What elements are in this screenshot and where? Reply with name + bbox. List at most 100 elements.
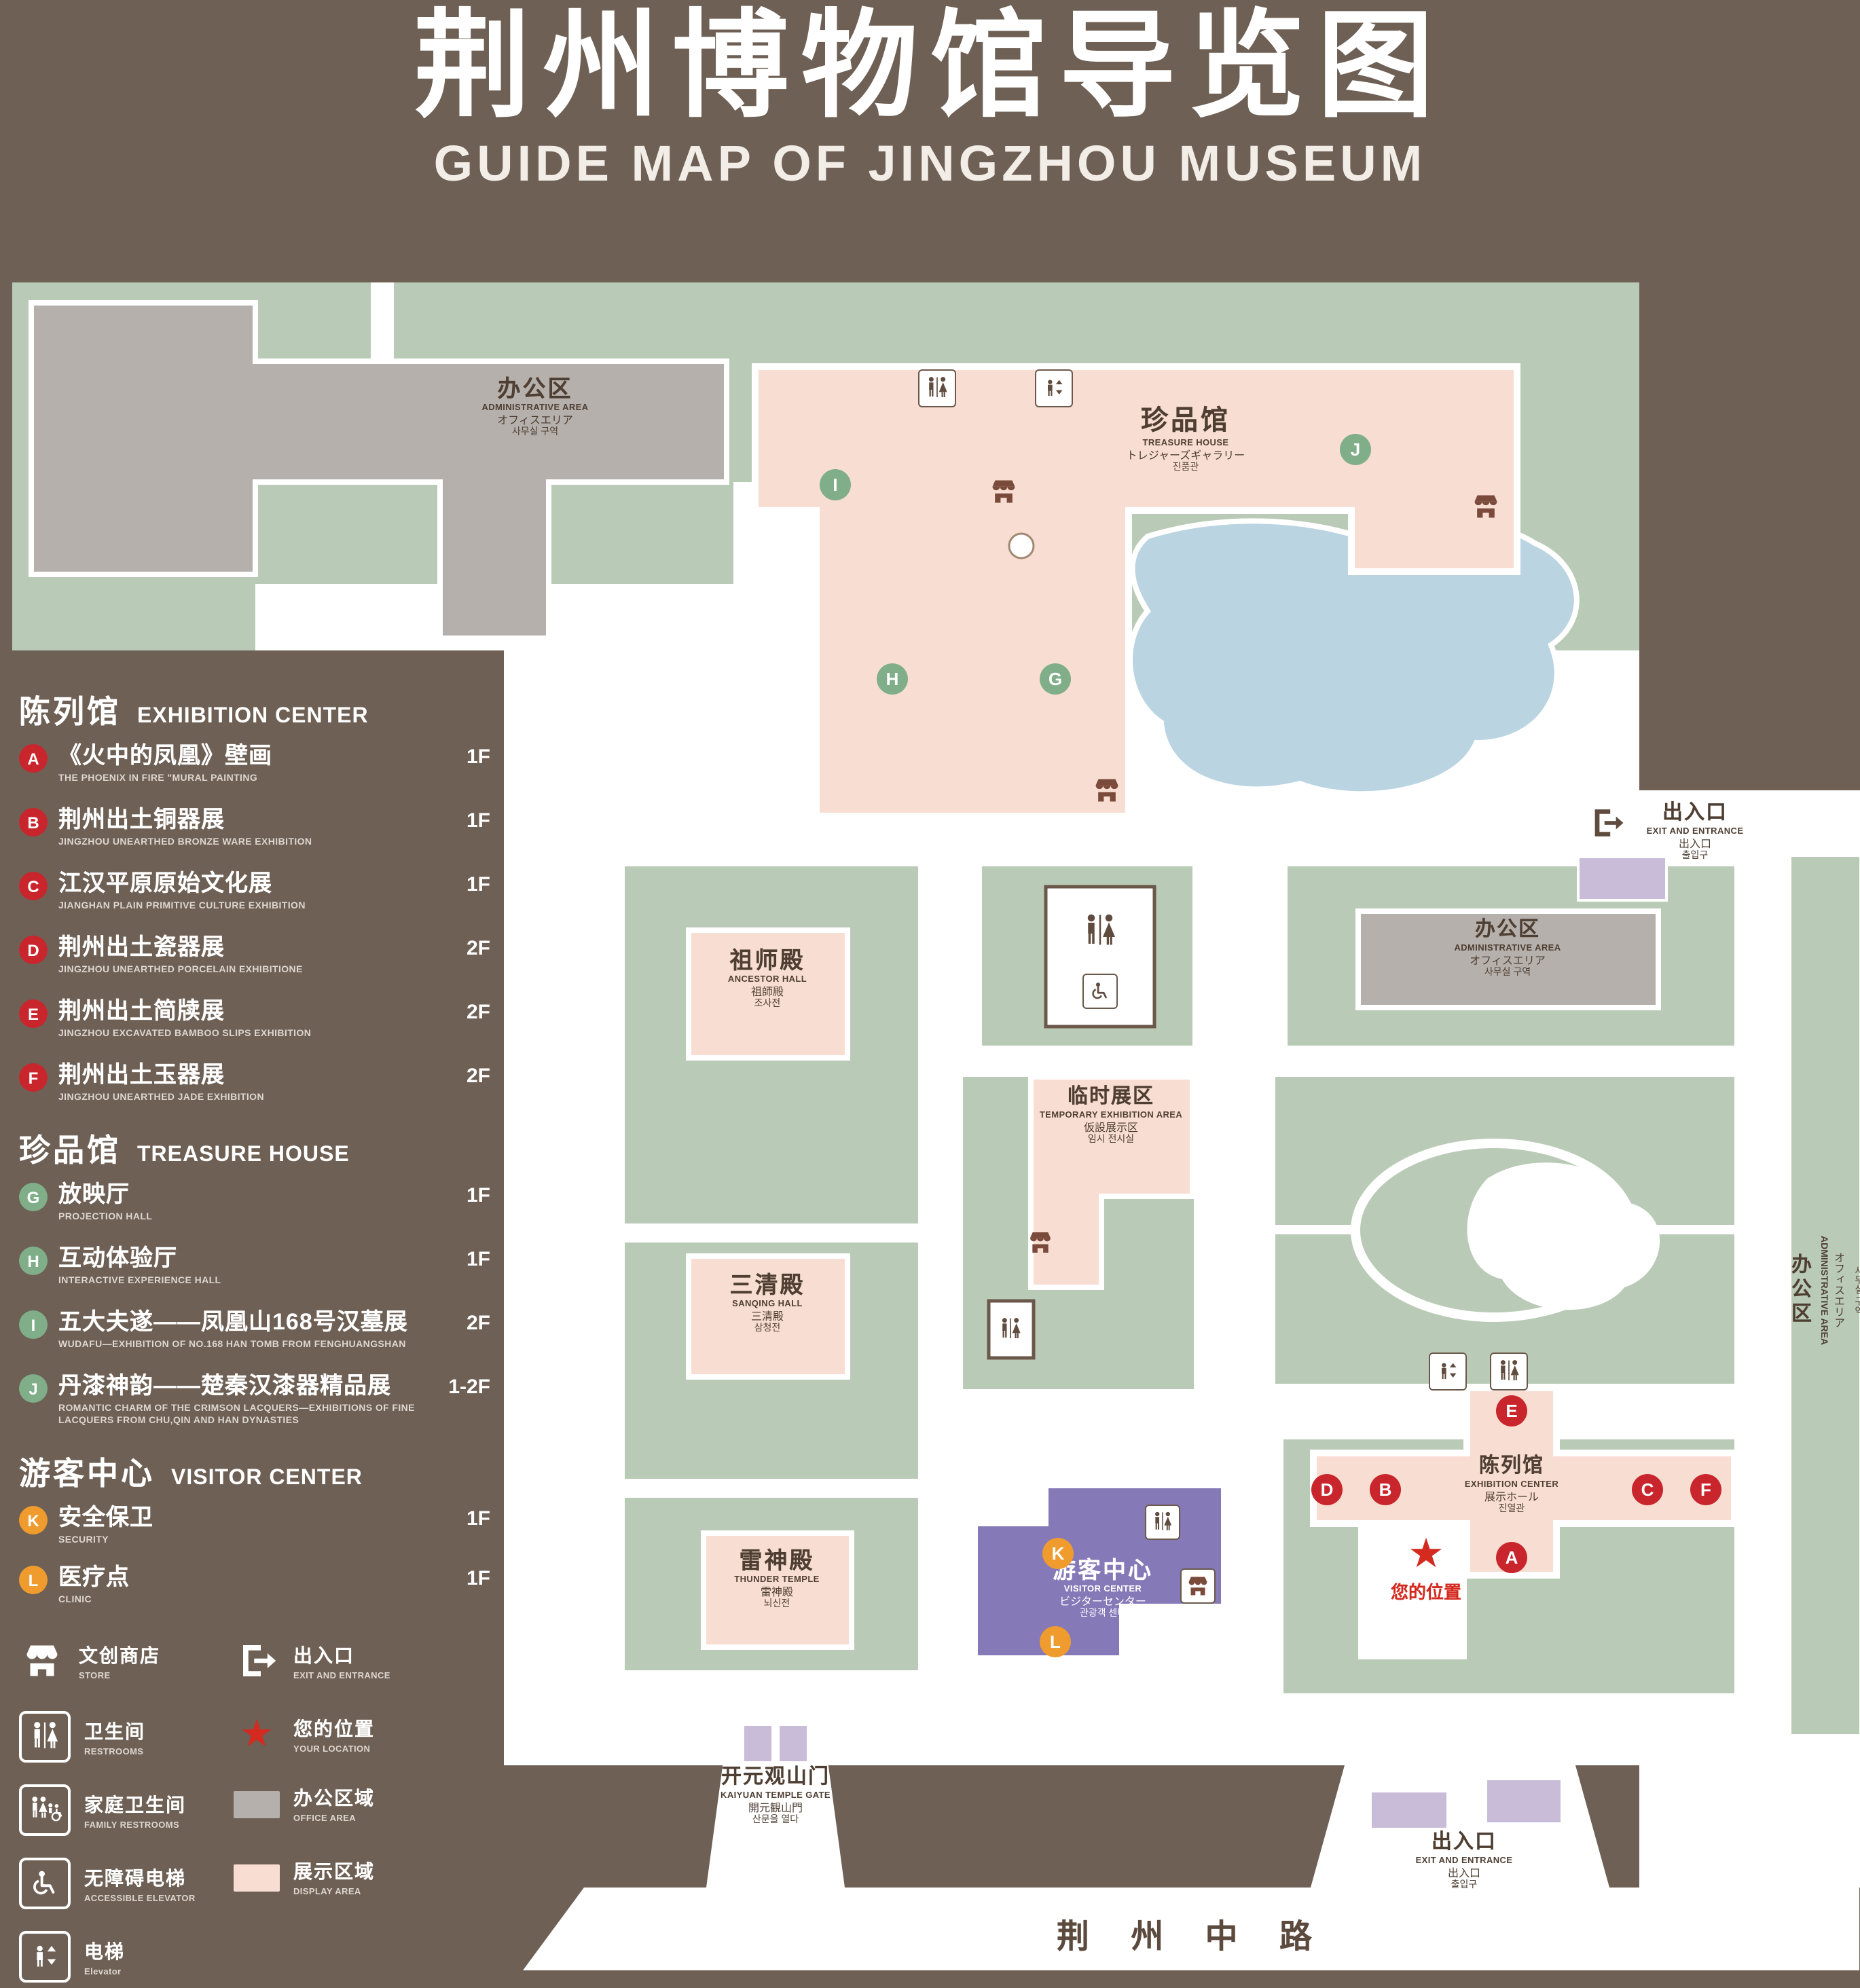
kaiyuan-gate-pillar-right bbox=[777, 1723, 809, 1764]
building-thunder-temple bbox=[701, 1530, 854, 1650]
item-zh: 荆州出土铜器展 bbox=[58, 807, 225, 832]
item-floor: 1F bbox=[466, 1507, 490, 1530]
item-zh: 荆州出土简牍展 bbox=[58, 998, 225, 1024]
item-floor: 1F bbox=[466, 1184, 490, 1207]
item-en: ROMANTIC CHARM OF THE CRIMSON LACQUERS—E… bbox=[58, 1404, 415, 1426]
building-exhibition-center bbox=[1310, 1384, 1738, 1579]
label-ja: ビジターセンター bbox=[1059, 1596, 1146, 1608]
road-jingzhou-middle bbox=[523, 1888, 1859, 1970]
label-ko: 조사전 bbox=[754, 999, 781, 1010]
building-admin-northwest bbox=[29, 300, 729, 641]
label-en: ADMINISTRATIVE AREA bbox=[1454, 943, 1561, 953]
item-zh: 医疗点 bbox=[58, 1564, 130, 1590]
elevator-icon bbox=[1035, 369, 1073, 407]
map-marker-A: A bbox=[1496, 1542, 1527, 1573]
gate-structure-south-right bbox=[1484, 1778, 1563, 1825]
legend-en: EXIT AND ENTRANCE bbox=[293, 1671, 390, 1680]
store-icon bbox=[1027, 1229, 1054, 1256]
item-en: JINGZHOU UNEARTHED BRONZE WARE EXHIBITIO… bbox=[58, 838, 312, 847]
label-zh: 雷神殿 bbox=[739, 1548, 815, 1574]
label-zh: 开元观山门 bbox=[721, 1765, 830, 1788]
item-zh: 放映厅 bbox=[58, 1181, 130, 1207]
kaiyuan-gate-pillar-left bbox=[742, 1723, 774, 1764]
label-en: EXIT AND ENTRANCE bbox=[1415, 1856, 1513, 1866]
label-ko: 삼청전 bbox=[754, 1324, 781, 1334]
legend-item-accessible-elevator: 无障碍电梯 ACCESSIBLE ELEVATOR bbox=[19, 1858, 196, 1909]
gate-structure-south-left bbox=[1369, 1790, 1449, 1830]
label-zh: 办公区 bbox=[1789, 1253, 1812, 1327]
legend-en: STORE bbox=[79, 1671, 111, 1680]
label-ko: 출입구 bbox=[1451, 1880, 1478, 1890]
legend-zh: 无障碍电梯 bbox=[84, 1866, 186, 1888]
building-sanqing-hall bbox=[686, 1253, 850, 1380]
item-floor: 2F bbox=[466, 1312, 490, 1335]
marker-badge-D: D bbox=[19, 936, 48, 964]
item-floor: 2F bbox=[466, 1065, 490, 1088]
green-east-strip bbox=[1791, 857, 1859, 1734]
family-restroom-icon bbox=[19, 1784, 71, 1836]
legend-zh: 出入口 bbox=[293, 1644, 354, 1665]
label-ko: 뇌신전 bbox=[763, 1600, 790, 1610]
label-sanqing-hall: 三清殿 SANQING HALL 三清殿 삼청전 bbox=[730, 1271, 805, 1336]
list-item-I: I 五大夫遂——凤凰山168号汉墓展 WUDAFU—EXHIBITION OF … bbox=[19, 1309, 490, 1351]
item-zh: 《火中的凤凰》壁画 bbox=[58, 743, 272, 769]
item-floor: 1F bbox=[466, 1567, 490, 1590]
heading-en: EXHIBITION CENTER bbox=[137, 705, 369, 728]
item-en: INTERACTIVE EXPERIENCE HALL bbox=[58, 1276, 221, 1286]
label-en: THUNDER TEMPLE bbox=[734, 1575, 820, 1585]
legend-item-family-restrooms: 家庭卫生间 FAMILY RESTROOMS bbox=[19, 1784, 186, 1836]
label-zh: 出入口 bbox=[1431, 1830, 1497, 1854]
legend-zh: 您的位置 bbox=[293, 1717, 375, 1739]
label-ancestor-hall: 祖师殿 ANCESTOR HALL 祖師殿 조사전 bbox=[728, 946, 807, 1012]
store-icon bbox=[989, 477, 1019, 507]
store-icon bbox=[1092, 775, 1122, 805]
legend-en: YOUR LOCATION bbox=[293, 1744, 371, 1754]
label-admin-strip-east: 办公区 ADMINISTRATIVE AREA オフィスエリア 사무실 구역 bbox=[1789, 951, 1860, 1630]
restroom-icon bbox=[1145, 1505, 1180, 1540]
label-ko: 사무실 구역 bbox=[1854, 1265, 1860, 1315]
road-name: 荆 州 中 路 bbox=[1056, 1919, 1329, 1955]
legend-item-elevator: 电梯 Elevator bbox=[19, 1931, 125, 1983]
legend-item-display-area: 展示区域 DISPLAY AREA bbox=[234, 1858, 375, 1897]
elevator-icon bbox=[1429, 1352, 1467, 1391]
item-floor: 1F bbox=[466, 873, 490, 896]
label-ko: 진열관 bbox=[1498, 1504, 1525, 1514]
marker-badge-H: H bbox=[19, 1247, 48, 1275]
label-ja: 三清殿 bbox=[751, 1310, 784, 1323]
building-ancestor-hall bbox=[686, 927, 850, 1061]
marker-badge-L: L bbox=[19, 1566, 48, 1594]
your-location-star-icon: ★ bbox=[1408, 1532, 1444, 1577]
label-en: EXHIBITION CENTER bbox=[1464, 1479, 1559, 1490]
legend-zh: 家庭卫生间 bbox=[84, 1793, 186, 1815]
marker-badge-C: C bbox=[19, 872, 48, 900]
item-zh: 五大夫遂——凤凰山168号汉墓展 bbox=[58, 1309, 408, 1335]
heading-zh: 陈列馆 bbox=[19, 694, 121, 729]
heading-en: TREASURE HOUSE bbox=[137, 1143, 350, 1166]
label-en: TEMPORARY EXHIBITION AREA bbox=[1039, 1110, 1183, 1120]
label-en: TREASURE HOUSE bbox=[1142, 439, 1229, 448]
label-admin-northwest: 办公区 ADMINISTRATIVE AREA オフィスエリア 사무실 구역 bbox=[481, 375, 588, 440]
map-marker-C: C bbox=[1632, 1474, 1663, 1505]
legend-zh: 电梯 bbox=[84, 1940, 125, 1962]
legend-zh: 展示区域 bbox=[293, 1860, 375, 1882]
item-en: CLINIC bbox=[58, 1596, 92, 1605]
legend-item-office-area: 办公区域 OFFICE AREA bbox=[234, 1784, 375, 1824]
item-en: JINGZHOU UNEARTHED JADE EXHIBITION bbox=[58, 1093, 264, 1103]
garden-pond-lawn bbox=[1467, 1162, 1660, 1310]
location-star-icon: ★ bbox=[239, 1712, 274, 1754]
label-ja: 開元観山門 bbox=[748, 1801, 803, 1814]
map-marker-J: J bbox=[1340, 434, 1371, 465]
label-ja: 展示ホール bbox=[1484, 1490, 1539, 1503]
item-floor: 1F bbox=[466, 1248, 490, 1271]
label-ja: 出入口 bbox=[1447, 1866, 1480, 1879]
elevator-icon bbox=[19, 1931, 71, 1983]
marker-badge-I: I bbox=[19, 1310, 48, 1339]
list-item-C: C 江汉平原原始文化展 JIANGHAN PLAIN PRIMITIVE CUL… bbox=[19, 870, 490, 913]
label-thunder-temple: 雷神殿 THUNDER TEMPLE 雷神殿 뇌신전 bbox=[734, 1547, 820, 1612]
your-location-label: 您的位置 bbox=[1390, 1582, 1462, 1602]
label-ja: 雷神殿 bbox=[761, 1586, 793, 1599]
label-ko: 임시 전시실 bbox=[1087, 1135, 1135, 1145]
item-zh: 互动体验厅 bbox=[58, 1245, 177, 1271]
section-heading-treasure-house: 珍品馆 TREASURE HOUSE bbox=[19, 1124, 350, 1171]
